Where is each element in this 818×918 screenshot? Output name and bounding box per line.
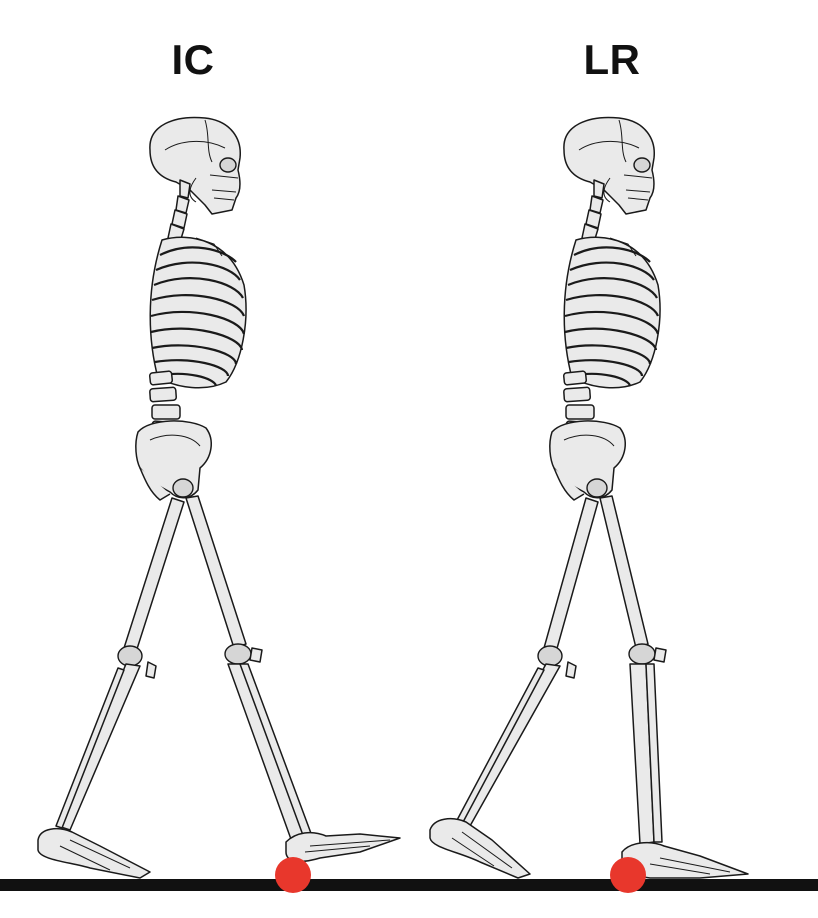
contact-marker-lr [610,857,646,893]
leading-leg [185,495,401,863]
trailing-leg [37,497,185,879]
skeleton-lr [429,116,749,879]
trailing-leg [429,497,599,879]
leading-leg [599,495,749,879]
skeleton-ic [37,116,401,879]
ground-line [0,879,818,891]
phase-label-lr: LR [583,36,641,83]
phase-label-ic: IC [171,36,215,83]
contact-marker-ic [275,857,311,893]
